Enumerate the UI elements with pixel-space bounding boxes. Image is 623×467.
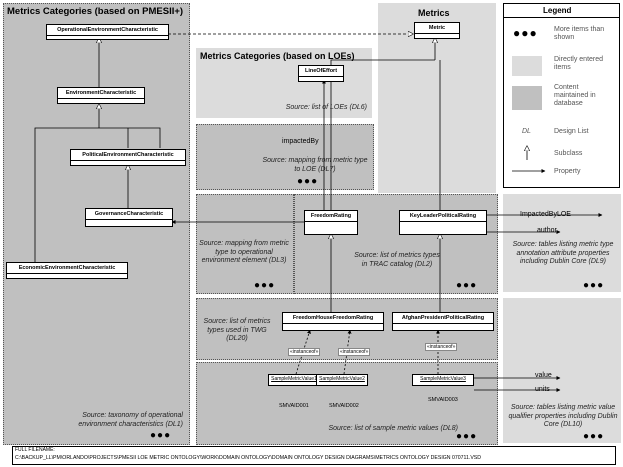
legend-db-swatch (512, 86, 542, 110)
legend-more-items: More items than shown (554, 26, 605, 41)
legend-content-in-db: Content maintained in database (554, 84, 596, 107)
more-items-dots-icon: ●●● (456, 280, 478, 291)
instance-smv3-id: SMVAID003 (428, 397, 458, 403)
label-units: units (535, 386, 550, 393)
source-dl6: Source: list of LOEs (DL6) (285, 104, 367, 111)
label-impacted-by-loe: ImpactedByLOE (520, 211, 571, 218)
source-dl20: Source: list of metrics types used in TW… (203, 318, 271, 342)
metrics-panel-title: Metrics (418, 8, 450, 18)
instance-smv1: SampleMetricValue1 (268, 374, 320, 386)
label-instanceof-2: «instanceof» (338, 348, 371, 356)
dl9-panel (503, 194, 621, 292)
legend-property: Property (554, 168, 581, 175)
source-dl10: Source: tables listing metric value qual… (508, 404, 618, 428)
more-items-dots-icon: ●●● (297, 176, 319, 187)
label-instanceof-3: «instanceof» (425, 343, 458, 351)
legend-title: Legend (543, 6, 572, 15)
dl2-panel (294, 194, 498, 294)
footer-box (12, 446, 616, 465)
instance-smv1-id: SMVAID001 (279, 403, 309, 409)
more-items-dots-icon: ●●● (254, 280, 276, 291)
footer-path: C:\BACKUP_LL\PM\ORLANDO\PROJECTS\PMESII … (15, 455, 482, 461)
source-dl2: Source: list of metrics types in TRAC ca… (354, 252, 440, 268)
legend-design-list: Design List (554, 128, 589, 135)
legend-direct-swatch (512, 56, 542, 76)
legend-panel (503, 3, 620, 188)
legend-more-dots-icon: ●●● (513, 26, 538, 40)
legend-dl-code: DL (522, 128, 531, 135)
loe-panel-title: Metrics Categories (based on LOEs) (200, 51, 355, 61)
pmesii-panel-title: Metrics Categories (based on PMESII+) (7, 6, 184, 17)
source-dl8: Source: list of sample metric values (DL… (328, 425, 458, 432)
more-items-dots-icon: ●●● (583, 280, 605, 291)
source-dl9: Source: tables listing metric type annot… (512, 241, 614, 265)
legend-directly-entered: Directly entered items (554, 56, 604, 71)
source-dl7: Source: mapping from metric type to LOE … (262, 157, 368, 173)
legend-subclass: Subclass (554, 150, 583, 157)
more-items-dots-icon: ●●● (583, 431, 605, 442)
label-author: author (537, 227, 557, 234)
label-value: value (535, 372, 552, 379)
footer-label: FULL FILENAME: (15, 447, 55, 453)
label-instanceof-1: «instanceof» (288, 348, 321, 356)
label-impacted-by: impactedBy (282, 138, 319, 145)
source-dl3: Source: mapping from metric type to oper… (199, 240, 289, 264)
more-items-dots-icon: ●●● (150, 430, 172, 441)
dl3-panel (196, 194, 294, 294)
instance-smv3: SampleMetricValue3 (412, 374, 474, 386)
source-dl1: Source: taxonomy of operational environm… (78, 412, 183, 428)
instance-smv2: SampleMetricValue2 (316, 374, 368, 386)
more-items-dots-icon: ●●● (456, 431, 478, 442)
dl10-panel (503, 298, 621, 443)
instance-smv2-id: SMVAID002 (329, 403, 359, 409)
